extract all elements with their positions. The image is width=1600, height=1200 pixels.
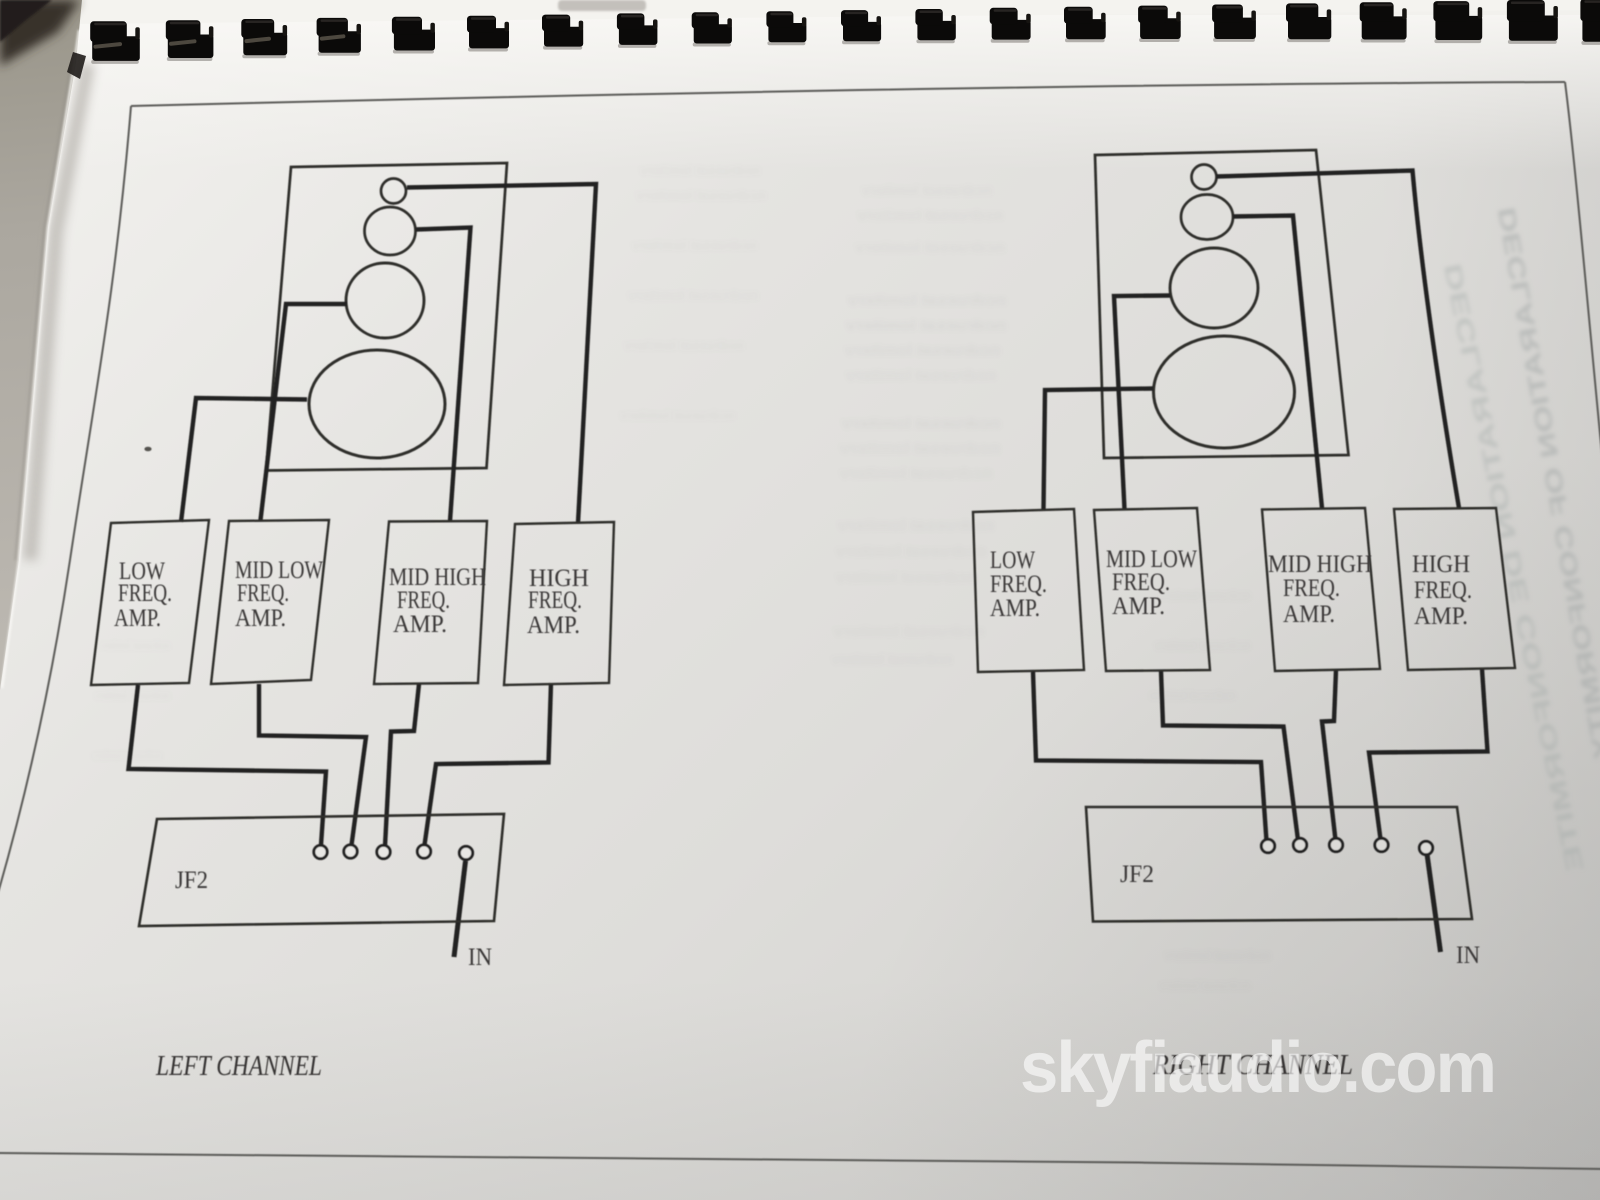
svg-text:ncdruesat lomiterv: ncdruesat lomiterv	[1160, 977, 1250, 993]
svg-text:FREQ.: FREQ.	[397, 587, 450, 614]
svg-text:LOW: LOW	[119, 558, 165, 585]
svg-text:LOW: LOW	[990, 547, 1035, 574]
svg-text:FREQ.: FREQ.	[1283, 575, 1340, 602]
svg-text:ncdruesat lomiterv: ncdruesat lomiterv	[862, 182, 992, 198]
svg-text:FREQ.: FREQ.	[528, 587, 582, 614]
svg-text:ncdruesat lomiterv: ncdruesat lomiterv	[632, 237, 757, 253]
svg-text:ncdruesat lomiterv: ncdruesat lomiterv	[840, 440, 1000, 456]
svg-text:skyfiaudio.com: skyfiaudio.com	[1020, 1028, 1495, 1108]
svg-text:ncdruesat lomiterv: ncdruesat lomiterv	[636, 187, 766, 203]
svg-text:ncdruesat lomiterv: ncdruesat lomiterv	[100, 637, 170, 653]
svg-text:FREQ.: FREQ.	[1112, 569, 1170, 596]
svg-text:ncdruesat lomiterv: ncdruesat lomiterv	[624, 337, 744, 353]
svg-text:ncdruesat lomiterv: ncdruesat lomiterv	[1165, 947, 1270, 963]
svg-text:MID HIGH: MID HIGH	[1268, 551, 1372, 578]
svg-text:ncdruesat lomiterv: ncdruesat lomiterv	[628, 287, 758, 303]
svg-text:ncdruesat lomiterv: ncdruesat lomiterv	[840, 465, 992, 481]
svg-text:ncdruesat lomiterv: ncdruesat lomiterv	[845, 342, 1000, 358]
svg-text:ncdruesat lomiterv: ncdruesat lomiterv	[858, 207, 1003, 223]
svg-text:HIGH: HIGH	[529, 565, 589, 592]
svg-text:ncdruesat lomiterv: ncdruesat lomiterv	[95, 687, 170, 703]
svg-text:IN: IN	[1456, 942, 1480, 969]
svg-text:ncdruesat lomiterv: ncdruesat lomiterv	[1150, 687, 1235, 703]
svg-text:ncdruesat lomiterv: ncdruesat lomiterv	[92, 747, 162, 763]
svg-text:IN: IN	[468, 944, 492, 971]
svg-text:AMP.: AMP.	[527, 612, 580, 639]
svg-text:ncdruesat lomiterv: ncdruesat lomiterv	[838, 517, 994, 533]
svg-text:ncdruesat lomiterv: ncdruesat lomiterv	[1155, 637, 1250, 653]
svg-text:MID LOW: MID LOW	[1106, 546, 1197, 573]
svg-text:AMP.: AMP.	[1112, 593, 1165, 620]
svg-text:ncdruesat lomiterv: ncdruesat lomiterv	[620, 407, 735, 423]
svg-text:LEFT CHANNEL: LEFT CHANNEL	[155, 1050, 322, 1082]
svg-text:AMP.: AMP.	[114, 605, 161, 632]
svg-text:ncdruesat lomiterv: ncdruesat lomiterv	[834, 623, 984, 639]
svg-text:FREQ.: FREQ.	[990, 571, 1047, 598]
svg-text:ncdruesat lomiterv: ncdruesat lomiterv	[855, 239, 1005, 255]
svg-text:FREQ.: FREQ.	[118, 580, 172, 607]
svg-text:JF2: JF2	[1120, 861, 1154, 888]
svg-text:ncdruesat lomiterv: ncdruesat lomiterv	[640, 162, 760, 178]
svg-text:ncdruesat lomiterv: ncdruesat lomiterv	[846, 317, 1006, 333]
svg-text:MID LOW: MID LOW	[235, 557, 323, 584]
svg-text:ncdruesat lomiterv: ncdruesat lomiterv	[846, 367, 996, 383]
svg-text:ncdruesat lomiterv: ncdruesat lomiterv	[842, 415, 1000, 431]
svg-text:FREQ.: FREQ.	[1414, 577, 1472, 604]
svg-text:AMP.: AMP.	[235, 605, 286, 632]
svg-text:RIGHT CHANNEL: RIGHT CHANNEL	[1152, 1049, 1353, 1081]
svg-text:AMP.: AMP.	[1414, 603, 1468, 630]
svg-text:AMP.: AMP.	[1283, 601, 1335, 628]
svg-text:AMP.: AMP.	[990, 595, 1040, 622]
svg-text:ncdruesat lomiterv: ncdruesat lomiterv	[832, 651, 952, 667]
svg-text:ncdruesat lomiterv: ncdruesat lomiterv	[836, 543, 986, 559]
svg-text:FREQ.: FREQ.	[237, 580, 289, 607]
svg-text:ncdruesat lomiterv: ncdruesat lomiterv	[848, 292, 1006, 308]
svg-text:ncdruesat lomiterv: ncdruesat lomiterv	[836, 569, 976, 585]
svg-text:MID HIGH: MID HIGH	[389, 564, 486, 591]
svg-text:JF2: JF2	[175, 867, 208, 894]
svg-text:AMP.: AMP.	[393, 611, 447, 638]
svg-text:HIGH: HIGH	[1412, 551, 1470, 578]
